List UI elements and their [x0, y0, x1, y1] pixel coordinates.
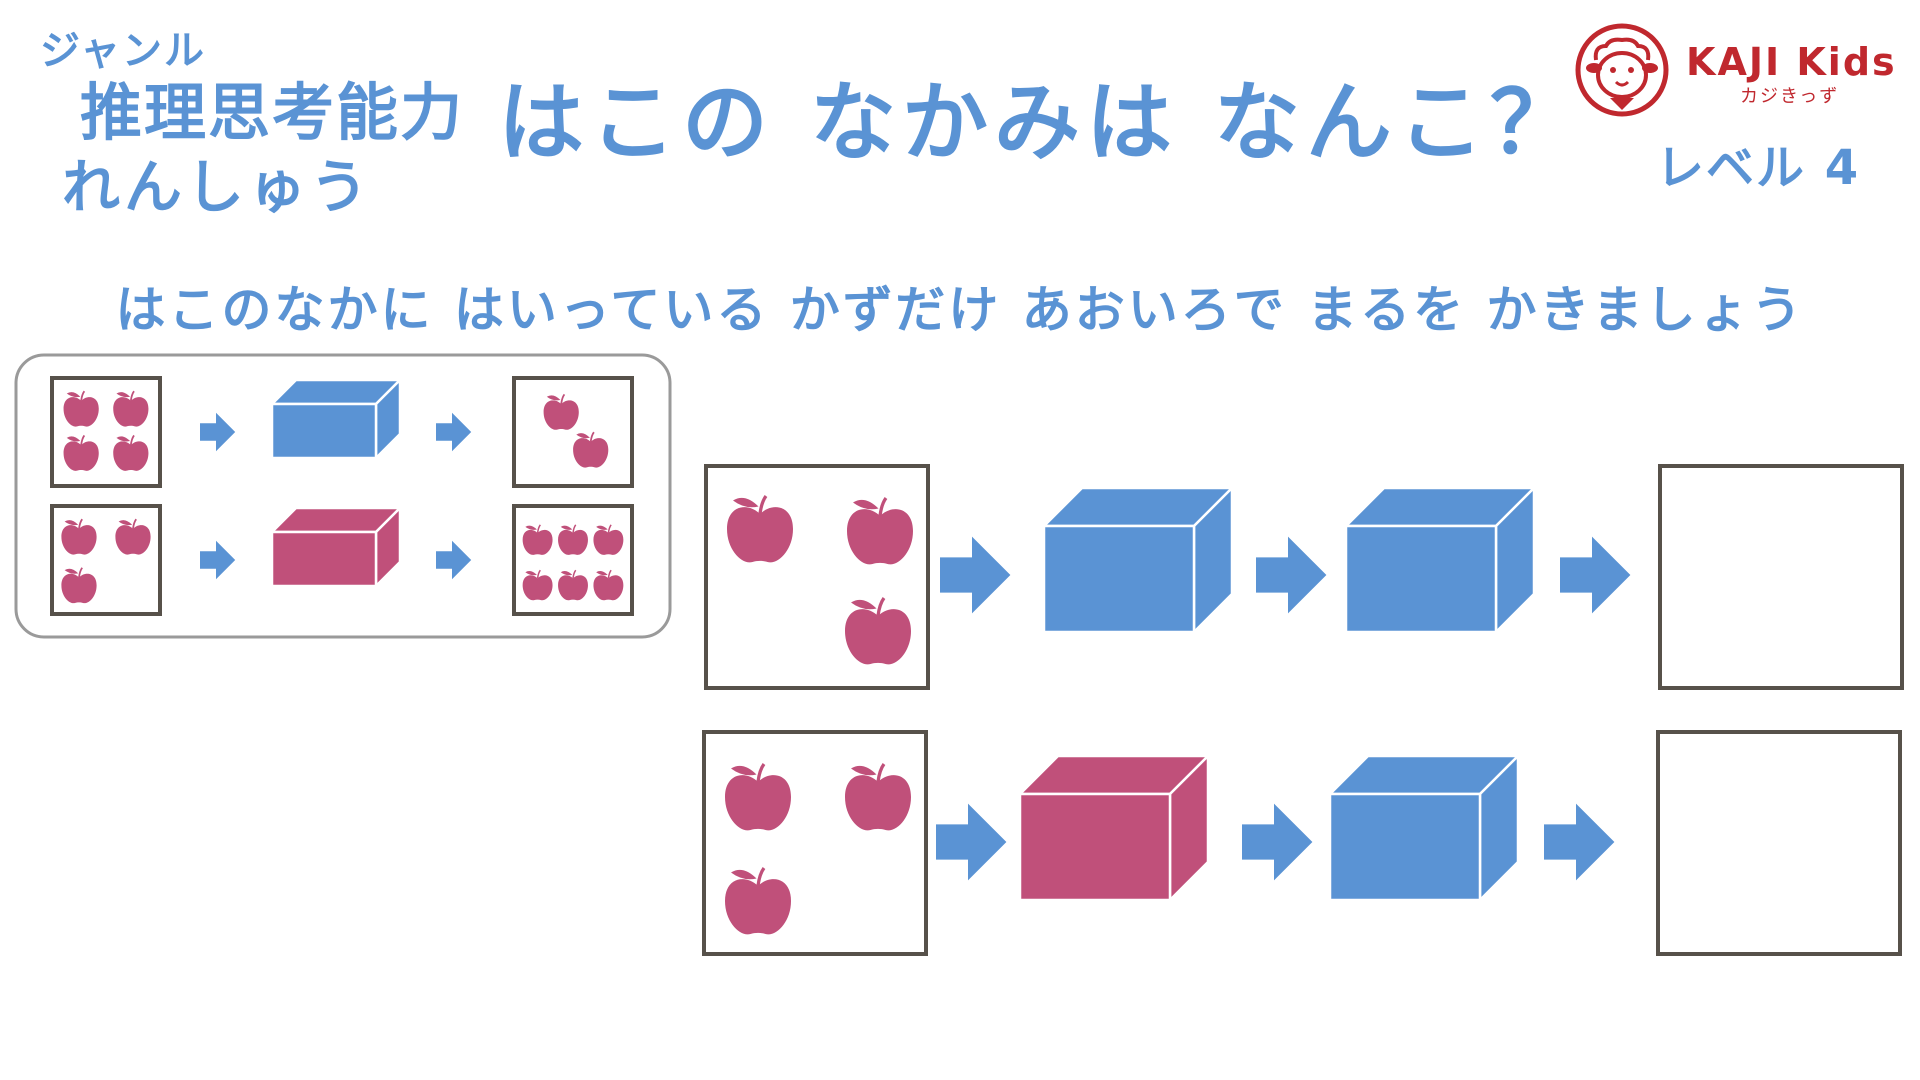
brand-logo	[1572, 20, 1902, 120]
arrow-icon	[1242, 803, 1313, 881]
apple-icon	[522, 569, 553, 601]
apple-icon	[63, 390, 99, 427]
example-output-box	[512, 376, 634, 488]
apple-icon	[115, 518, 151, 555]
apple-icon	[845, 597, 911, 665]
blue-box-icon	[1328, 754, 1520, 902]
apple-icon	[522, 524, 553, 555]
apple-icon	[573, 431, 609, 468]
brand-name-ja: カジきっず	[1740, 86, 1840, 107]
apple-icon	[113, 434, 149, 471]
instruction-text: はこのなかに はいっている かずだけ あおいろで まるを かきましょう	[115, 281, 1805, 339]
practice-label: れんしゅう	[62, 153, 373, 221]
arrow-icon	[1560, 536, 1631, 614]
page-title: はこの なかみは なんこ？	[498, 73, 1582, 173]
blue-box-icon	[270, 378, 402, 460]
arrow-icon	[936, 803, 1007, 881]
arrow-icon	[1544, 803, 1615, 881]
apple-icon	[61, 518, 97, 555]
level-label: レベル 4	[1656, 140, 1861, 196]
subject-title: 推理思考能力	[80, 76, 465, 149]
blue-box-icon	[1344, 486, 1536, 634]
apple-icon	[543, 393, 579, 430]
genre-label: ジャンル	[40, 28, 206, 74]
apple-icon	[593, 569, 624, 601]
apple-icon	[593, 524, 624, 555]
arrow-icon	[436, 540, 472, 580]
apple-icon	[727, 495, 793, 563]
answer-box	[1656, 730, 1902, 956]
apple-icon	[63, 434, 99, 471]
apple-icon	[845, 763, 911, 831]
pink-box-icon	[270, 506, 402, 588]
apple-icon	[558, 569, 588, 601]
apple-icon	[61, 567, 97, 604]
arrow-icon	[200, 540, 236, 580]
example-panel	[14, 353, 672, 639]
apple-icon	[725, 763, 791, 831]
arrow-icon	[940, 536, 1011, 614]
sheep-logo-icon	[1575, 23, 1669, 117]
blue-box-icon	[1042, 486, 1234, 634]
brand-name: KAJI Kids	[1686, 40, 1897, 84]
apple-icon	[558, 524, 588, 555]
apple-icon	[847, 497, 913, 565]
pink-box-icon	[1018, 754, 1210, 902]
answer-box	[1658, 464, 1904, 690]
arrow-icon	[436, 412, 472, 452]
apple-icon	[725, 867, 791, 935]
arrow-icon	[200, 412, 236, 452]
arrow-icon	[1256, 536, 1327, 614]
apple-icon	[113, 390, 149, 427]
